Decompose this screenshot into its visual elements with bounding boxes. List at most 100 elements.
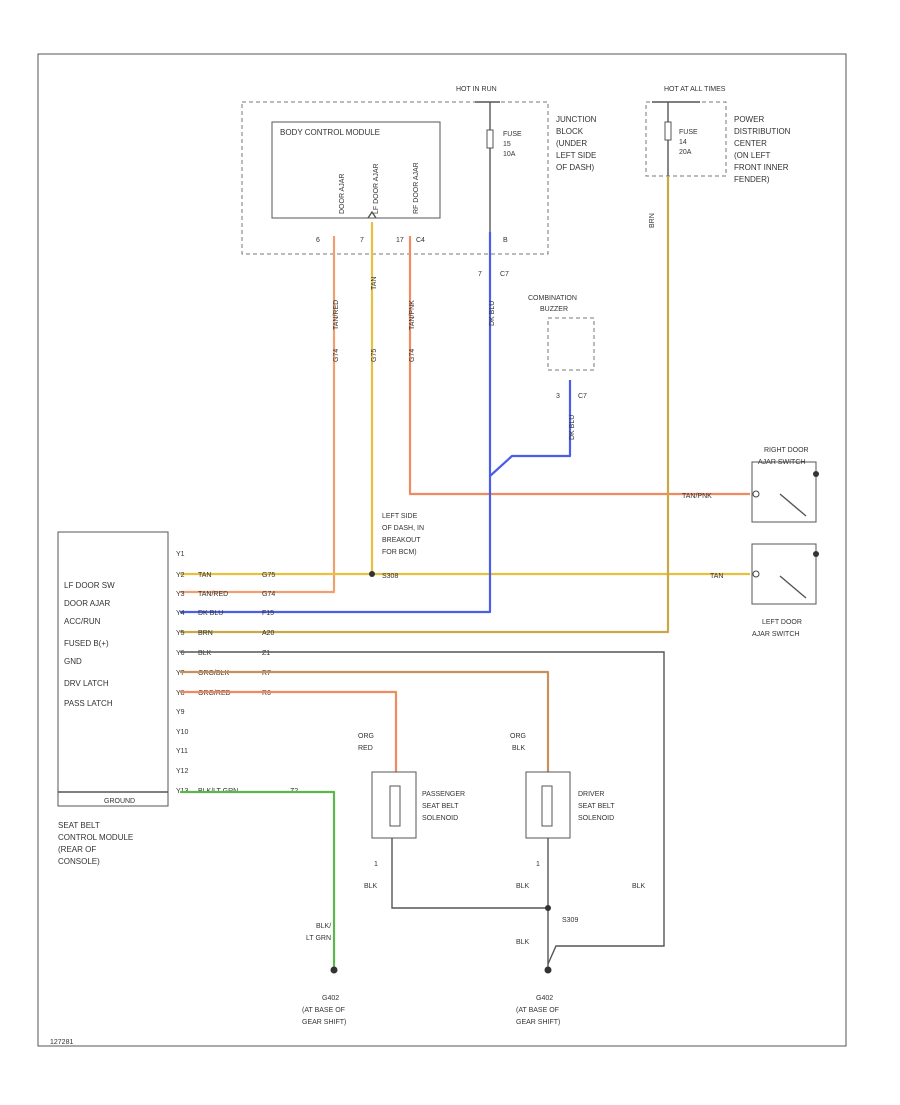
- pdc-5: FRONT INNER: [734, 163, 789, 172]
- module-pin-y12: Y12: [176, 768, 189, 775]
- jb-pin-7: 7: [478, 271, 482, 278]
- module-title-1: SEAT BELT: [58, 821, 100, 830]
- module-pin-y11: Y11: [176, 748, 188, 755]
- buzzer-pin-3: 3: [556, 393, 560, 400]
- wire-label-tan-pnk: TAN/PNK: [409, 300, 416, 330]
- bcm-pin-7: 7: [360, 237, 364, 244]
- module-pin-y5: Y5: [176, 630, 185, 637]
- wire-org-blk: [180, 670, 550, 772]
- wire-org-red: [180, 690, 398, 772]
- module-title-4: CONSOLE): [58, 857, 100, 866]
- module-row-num-4: F15: [262, 610, 274, 617]
- left-switch-wire: TAN: [710, 573, 723, 580]
- drv-sol-label-1: DRIVER: [578, 791, 604, 798]
- module-title-2: CONTROL MODULE: [58, 833, 133, 842]
- junction-block-1: JUNCTION: [556, 115, 597, 124]
- drv-sol-gnd-wire: BLK: [516, 883, 530, 890]
- bcm-pin-label-2: LF DOOR AJAR: [373, 163, 380, 214]
- splice-note-1: LEFT SIDE: [382, 513, 418, 520]
- splice-s309-dot: [545, 905, 551, 911]
- fuse15-name: FUSE: [503, 131, 522, 138]
- bcm-pin-c4: C4: [416, 237, 425, 244]
- module-row-num-7: R7: [262, 670, 271, 677]
- module-row-color-5: BRN: [198, 630, 213, 637]
- ground-left-label-2: (AT BASE OF: [302, 1007, 345, 1014]
- module-row-num-6: Z1: [262, 650, 270, 657]
- brn-wire-label: BRN: [649, 213, 656, 228]
- module-func-3: ACC/RUN: [64, 617, 101, 626]
- module-pin-y3: Y3: [176, 591, 185, 598]
- module-row-color-2: TAN: [198, 572, 211, 579]
- fuse15-num: 15: [503, 141, 511, 148]
- junction-block-4: LEFT SIDE: [556, 151, 596, 160]
- module-pin-y7: Y7: [176, 670, 185, 677]
- bcm-box: [271, 121, 441, 219]
- buzzer-wire-label: DK BLU: [569, 415, 576, 440]
- drv-sol-wire-2: BLK: [512, 745, 526, 752]
- bcm-junction-outline: [241, 101, 549, 255]
- right-door-ajar-switch: [751, 461, 817, 523]
- pass-sol-label-3: SOLENOID: [422, 815, 458, 822]
- pass-sol-label-1: PASSENGER: [422, 791, 465, 798]
- bcm-pin-label-3: RF DOOR AJAR: [413, 162, 420, 214]
- splice-note-4: FOR BCM): [382, 549, 417, 556]
- module-row-color-4: DK BLU: [198, 610, 223, 617]
- drv-sol-label-3: SOLENOID: [578, 815, 614, 822]
- wire-blk-lt-grn: [180, 790, 336, 968]
- wire-num-g74-a: G74: [333, 349, 340, 362]
- module-ground-label: GROUND: [104, 798, 135, 805]
- wire-dk-blu: [180, 232, 492, 614]
- module-pin-y9: Y9: [176, 709, 185, 716]
- drv-sol-label-2: SEAT BELT: [578, 803, 615, 810]
- hot-at-all-times-label: HOT AT ALL TIMES: [664, 86, 726, 93]
- module-row-num-5: A20: [262, 630, 275, 637]
- pdc-2: DISTRIBUTION: [734, 127, 791, 136]
- buzzer-title-1: COMBINATION: [528, 295, 577, 302]
- wire-label-tan: TAN: [371, 277, 378, 290]
- blk-bottom-label: BLK: [516, 939, 530, 946]
- ground-left-label-1: G402: [322, 995, 339, 1002]
- ground-right-label-3: GEAR SHIFT): [516, 1019, 560, 1026]
- ground-left-wire-2: LT GRN: [306, 935, 331, 942]
- bcm-pin-17: 17: [396, 237, 404, 244]
- driver-solenoid-coil-icon: [541, 785, 553, 827]
- pass-sol-wire-2: RED: [358, 745, 373, 752]
- module-func-1: LF DOOR SW: [64, 581, 115, 590]
- junction-block-3: (UNDER: [556, 139, 587, 148]
- right-switch-title-2: AJAR SWITCH: [758, 459, 805, 466]
- left-switch-title-2: AJAR SWITCH: [752, 631, 799, 638]
- pass-sol-pin: 1: [374, 861, 378, 868]
- module-title-3: (REAR OF: [58, 845, 96, 854]
- module-row-num-2: G75: [262, 572, 275, 579]
- diagram-frame: [37, 53, 847, 1047]
- wire-tan: [180, 222, 374, 576]
- module-pin-y4: Y4: [176, 610, 185, 617]
- module-pin-y8: Y8: [176, 690, 185, 697]
- pdc-6: FENDER): [734, 175, 770, 184]
- left-switch-ground-icon: [813, 551, 819, 557]
- module-pin-y10: Y10: [176, 729, 189, 736]
- wire-pass-blk: [391, 838, 548, 909]
- module-pin-y1: Y1: [176, 551, 185, 558]
- wire-tan-pnk: [408, 236, 750, 496]
- bcm-title: BODY CONTROL MODULE: [280, 128, 380, 137]
- drv-sol-pin: 1: [536, 861, 540, 868]
- left-switch-terminal: [752, 570, 760, 578]
- module-func-5: GND: [64, 657, 82, 666]
- junction-block-2: BLOCK: [556, 127, 584, 136]
- fuse14-name: FUSE: [679, 129, 698, 136]
- drv-sol-wire-1: ORG: [510, 733, 526, 740]
- wire-brn: [180, 176, 670, 634]
- right-switch-ground-icon: [813, 471, 819, 477]
- bcm-pin-6: 6: [316, 237, 320, 244]
- passenger-solenoid-box: [371, 771, 417, 839]
- fuse14-num: 14: [679, 139, 687, 146]
- module-func-6: DRV LATCH: [64, 679, 109, 688]
- jb-conn-c7: C7: [500, 271, 509, 278]
- fuse15-amp: 10A: [503, 151, 516, 158]
- bcm-connector-mark: [367, 210, 377, 219]
- left-switch-title-1: LEFT DOOR: [762, 619, 802, 626]
- splice-s309-label: S309: [562, 917, 578, 924]
- module-row-color-8: ORG/RED: [198, 690, 231, 697]
